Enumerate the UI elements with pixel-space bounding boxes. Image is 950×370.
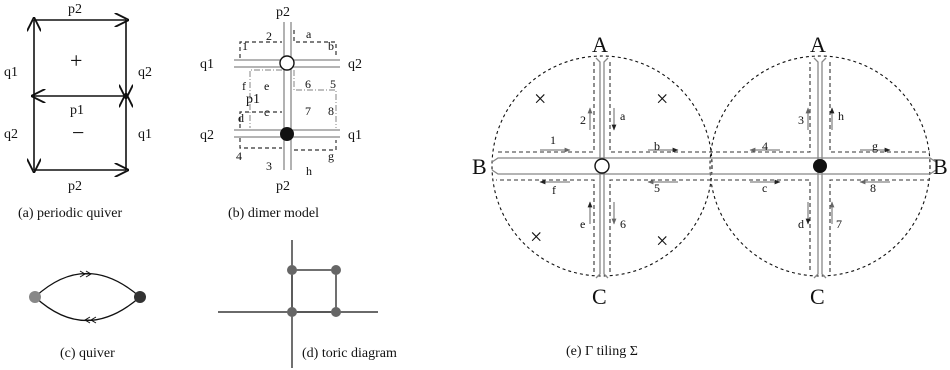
label-g: g	[872, 139, 878, 153]
caption-periodic-quiver: (a) periodic quiver	[18, 206, 123, 221]
label-e: e	[264, 79, 269, 93]
toric-diagram-panel: (d) toric diagram	[218, 240, 397, 368]
quiver-panel: (c) quiver	[29, 270, 146, 361]
label-c: c	[762, 181, 767, 195]
label-a: a	[620, 109, 626, 123]
label-8: 8	[870, 181, 876, 195]
label-6: 6	[305, 77, 311, 91]
label-B-right: B	[933, 154, 948, 179]
label-C-right: C	[810, 284, 825, 309]
label-p2-bottom: p2	[68, 179, 82, 194]
label-4: 4	[762, 139, 768, 153]
label-5: 5	[330, 77, 336, 91]
caption-quiver: (c) quiver	[60, 346, 115, 361]
label-q2-right: q2	[138, 65, 152, 80]
label-q2-left: q2	[4, 127, 18, 142]
caption-tiling: (e) Γ tiling Σ	[566, 344, 638, 359]
label-8: 8	[328, 104, 334, 118]
label-p2-top: p2	[68, 2, 82, 17]
label-q1-right: q1	[348, 128, 362, 143]
label-g: g	[328, 149, 334, 163]
label-7: 7	[836, 217, 842, 231]
quiver-arc-bottom	[34, 296, 141, 322]
toric-point	[287, 307, 297, 317]
label-b: b	[654, 139, 660, 153]
left-circle	[491, 55, 713, 277]
label-q1-left: q1	[200, 57, 214, 72]
label-1: 1	[550, 133, 556, 147]
cross-mark: ×	[530, 224, 542, 249]
label-B-left: B	[472, 154, 487, 179]
label-4: 4	[236, 149, 242, 163]
label-1: 1	[242, 39, 248, 53]
label-3: 3	[266, 159, 272, 173]
label-C-left: C	[592, 284, 607, 309]
label-d: d	[798, 217, 804, 231]
toric-square	[291, 269, 337, 313]
label-p2-bottom: p2	[276, 179, 290, 194]
minus-sign: −	[72, 120, 84, 145]
label-c: c	[264, 105, 269, 119]
cross-mark: ×	[656, 228, 668, 253]
label-5: 5	[654, 181, 660, 195]
cross-mark: ×	[656, 86, 668, 111]
label-3: 3	[798, 113, 804, 127]
plus-sign: +	[70, 48, 82, 73]
arrow-left	[84, 316, 97, 324]
black-node	[813, 159, 827, 173]
toric-point	[331, 265, 341, 275]
label-d: d	[238, 111, 244, 125]
label-p1: p1	[70, 103, 84, 118]
cross-mark: ×	[534, 86, 546, 111]
label-h: h	[306, 164, 312, 178]
label-q1-left: q1	[4, 65, 18, 80]
label-f: f	[552, 183, 556, 197]
tiling-panel: × × × × A A B B C C 1 2 3 4 5 6 7 8 a b …	[472, 32, 948, 359]
label-7: 7	[305, 104, 311, 118]
label-a: a	[306, 27, 312, 41]
label-A-right: A	[810, 32, 826, 57]
quiver-node-dark	[134, 291, 146, 303]
toric-point	[287, 265, 297, 275]
label-b: b	[328, 39, 334, 53]
label-2: 2	[580, 113, 586, 127]
arrow-right	[79, 270, 92, 278]
label-A-left: A	[592, 32, 608, 57]
dimer-model-panel: p2 p2 p1 q1 q2 q2 q1 1 2 3 4 5 6 7 8 a b…	[200, 5, 362, 221]
white-node	[594, 158, 610, 174]
label-q2-right: q2	[348, 57, 362, 72]
caption-dimer-model: (b) dimer model	[228, 206, 319, 221]
caption-toric-diagram: (d) toric diagram	[302, 346, 397, 361]
label-e: e	[580, 217, 585, 231]
label-q1-right: q1	[138, 127, 152, 142]
label-q2-left: q2	[200, 128, 214, 143]
right-circle	[709, 55, 931, 277]
periodic-quiver-panel: p2 p2 p1 q1 q2 q2 q1 + − (a) periodic qu…	[4, 2, 152, 221]
white-node	[279, 55, 295, 71]
quiver-arc-top	[34, 272, 141, 298]
label-f: f	[242, 79, 246, 93]
label-p1: p1	[246, 92, 260, 107]
black-node	[280, 127, 294, 141]
label-p2-top: p2	[276, 5, 290, 20]
label-6: 6	[620, 217, 626, 231]
quiver-node-gray	[29, 291, 41, 303]
label-h: h	[838, 109, 844, 123]
toric-point	[331, 307, 341, 317]
label-2: 2	[266, 29, 272, 43]
